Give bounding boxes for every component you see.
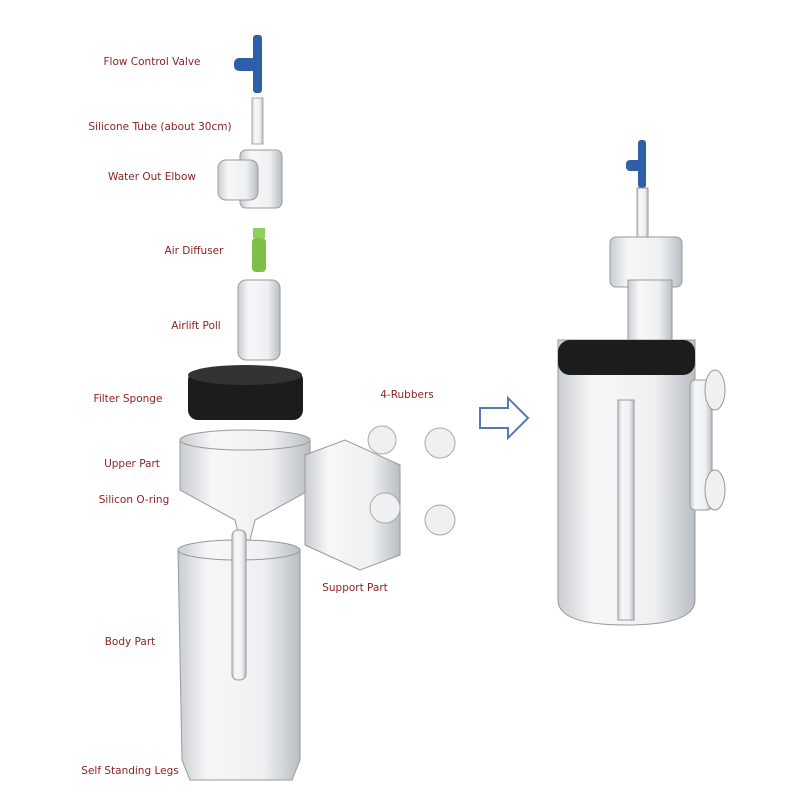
label-silicon-oring: Silicon O-ring bbox=[98, 494, 170, 506]
silicone-tube-part bbox=[251, 97, 264, 145]
label-air-diffuser: Air Diffuser bbox=[164, 245, 224, 257]
air-diffuser-part bbox=[252, 228, 266, 272]
upper-part bbox=[179, 429, 311, 541]
support-part bbox=[304, 439, 401, 571]
arrow-icon bbox=[479, 395, 530, 441]
rubbers-part bbox=[367, 425, 456, 536]
water-out-elbow-part bbox=[217, 149, 283, 209]
assembled-filter bbox=[557, 140, 726, 626]
label-silicone-tube: Silicone Tube (about 30cm) bbox=[88, 121, 232, 133]
flow-control-valve-part bbox=[234, 35, 262, 93]
label-4-rubbers: 4-Rubbers bbox=[380, 389, 434, 401]
filter-sponge-part bbox=[188, 365, 303, 420]
label-filter-sponge: Filter Sponge bbox=[93, 393, 163, 405]
label-airlift-poll: Airlift Poll bbox=[171, 320, 221, 332]
body-part bbox=[177, 529, 301, 781]
label-flow-control-valve: Flow Control Valve bbox=[103, 56, 201, 68]
label-upper-part: Upper Part bbox=[104, 458, 160, 470]
label-support-part: Support Part bbox=[322, 582, 388, 594]
label-body-part: Body Part bbox=[104, 636, 156, 648]
label-water-out-elbow: Water Out Elbow bbox=[108, 171, 196, 183]
label-self-standing-legs: Self Standing Legs bbox=[81, 765, 179, 777]
airlift-poll-part bbox=[237, 279, 281, 361]
